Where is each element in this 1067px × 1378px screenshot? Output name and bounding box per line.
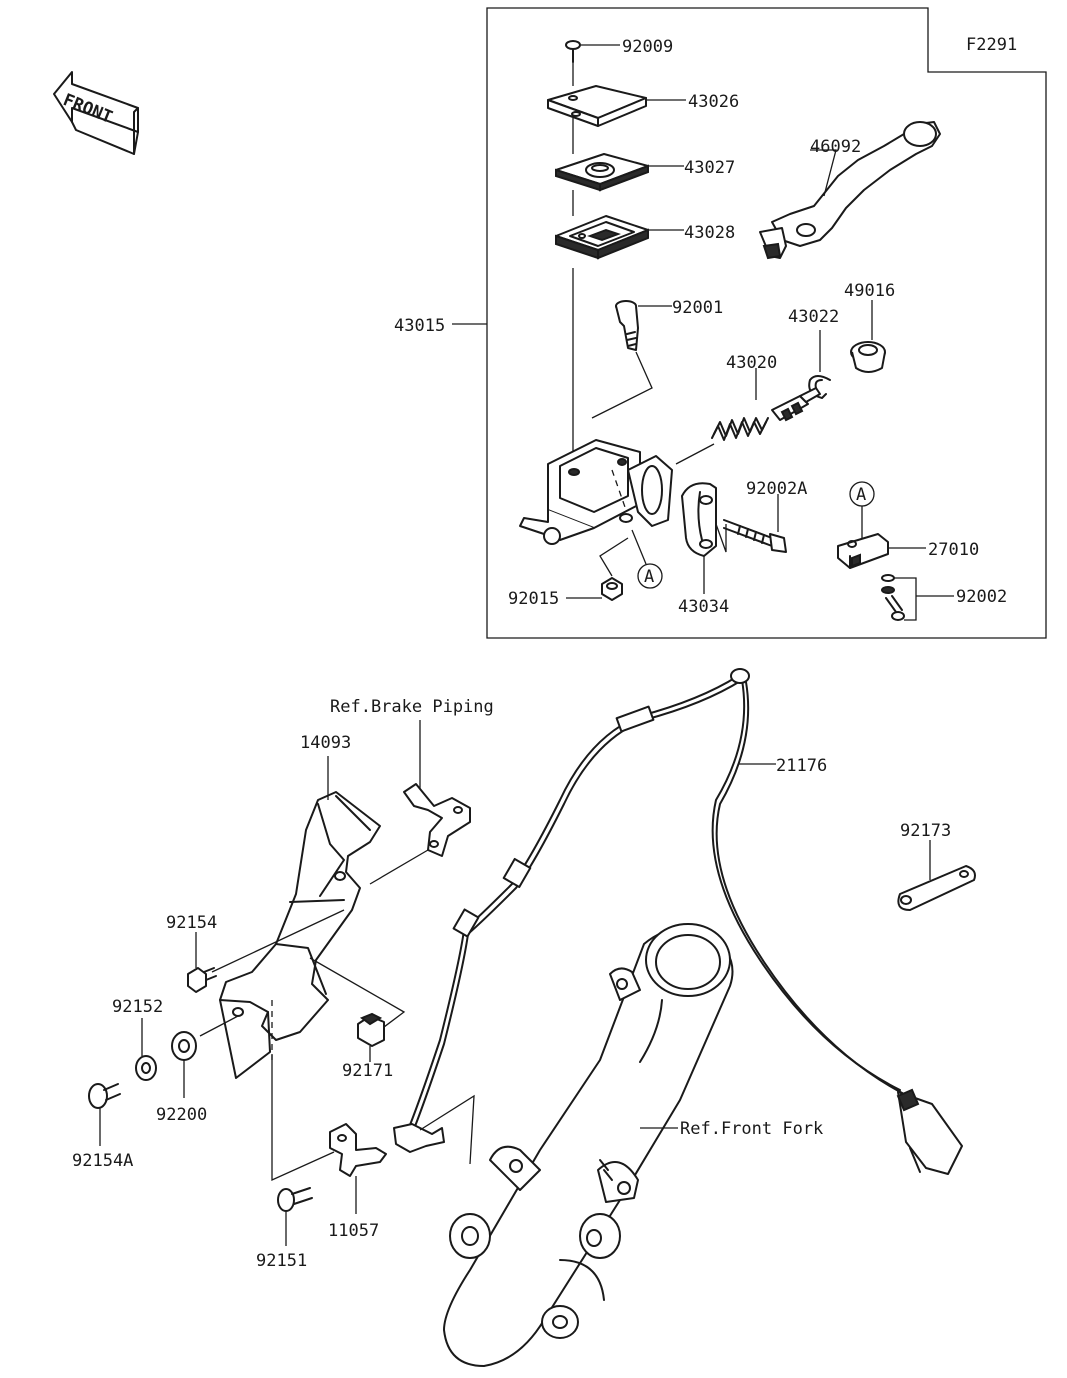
washer-92152	[135, 1055, 157, 1081]
marker-a-lower	[637, 563, 663, 589]
bolt-92002A	[723, 519, 787, 553]
label-43026: 43026	[688, 92, 739, 112]
bracket-11057	[329, 1123, 387, 1177]
label-49016: 49016	[844, 281, 895, 301]
washer-92200	[171, 1031, 197, 1061]
marker-a-upper-label: A	[856, 485, 866, 505]
bolt-92154	[187, 967, 217, 993]
holder-43034	[681, 482, 717, 557]
label-92154: 92154	[166, 913, 217, 933]
piston-43020	[711, 387, 821, 441]
bolt-92154A	[88, 1083, 121, 1109]
label-43034: 43034	[678, 597, 729, 617]
ref-brake-piping: Ref.Brake Piping	[330, 697, 494, 717]
guard-14093	[219, 791, 381, 1079]
label-43027: 43027	[684, 158, 735, 178]
label-92200: 92200	[156, 1105, 207, 1125]
label-92173: 92173	[900, 821, 951, 841]
screws-92002	[881, 574, 905, 621]
label-92002: 92002	[956, 587, 1007, 607]
label-46092: 46092	[810, 137, 861, 157]
lever-46092	[759, 121, 941, 260]
label-14093: 14093	[300, 733, 351, 753]
diaphragm-plate-43027	[555, 153, 649, 192]
label-21176: 21176	[776, 756, 827, 776]
figure-code: F2291	[966, 35, 1017, 55]
clip-92171	[357, 1012, 385, 1047]
label-92171: 92171	[342, 1061, 393, 1081]
ref-front-fork: Ref.Front Fork	[680, 1119, 823, 1139]
bolt-92151	[277, 1187, 313, 1212]
label-43015: 43015	[394, 316, 445, 336]
front-fork-tube	[443, 923, 734, 1367]
label-92154A: 92154A	[72, 1151, 133, 1171]
sensor-cable-21176	[393, 668, 963, 1175]
bushing-49016	[850, 341, 886, 373]
label-92151: 92151	[256, 1251, 307, 1271]
label-27010: 27010	[928, 540, 979, 560]
reservoir-cap-43026	[547, 85, 647, 127]
label-43028: 43028	[684, 223, 735, 243]
nut-92015	[601, 577, 623, 601]
cable-band-92173	[897, 865, 976, 911]
label-92009: 92009	[622, 37, 673, 57]
screw-92009	[565, 40, 581, 63]
master-cylinder-group-frame	[486, 7, 1047, 639]
label-43022: 43022	[788, 307, 839, 327]
master-cylinder-body	[519, 439, 673, 545]
diaphragm-43028	[555, 215, 649, 260]
bolt-92001	[615, 300, 639, 351]
label-43020: 43020	[726, 353, 777, 373]
label-92001: 92001	[672, 298, 723, 318]
label-11057: 11057	[328, 1221, 379, 1241]
brake-pipe-bracket	[403, 783, 471, 857]
marker-a-lower-label: A	[644, 567, 654, 587]
label-92152: 92152	[112, 997, 163, 1017]
label-92002A: 92002A	[746, 479, 807, 499]
switch-27010	[837, 533, 889, 569]
front-arrow-icon: FRONT	[53, 71, 139, 155]
label-92015: 92015	[508, 589, 559, 609]
